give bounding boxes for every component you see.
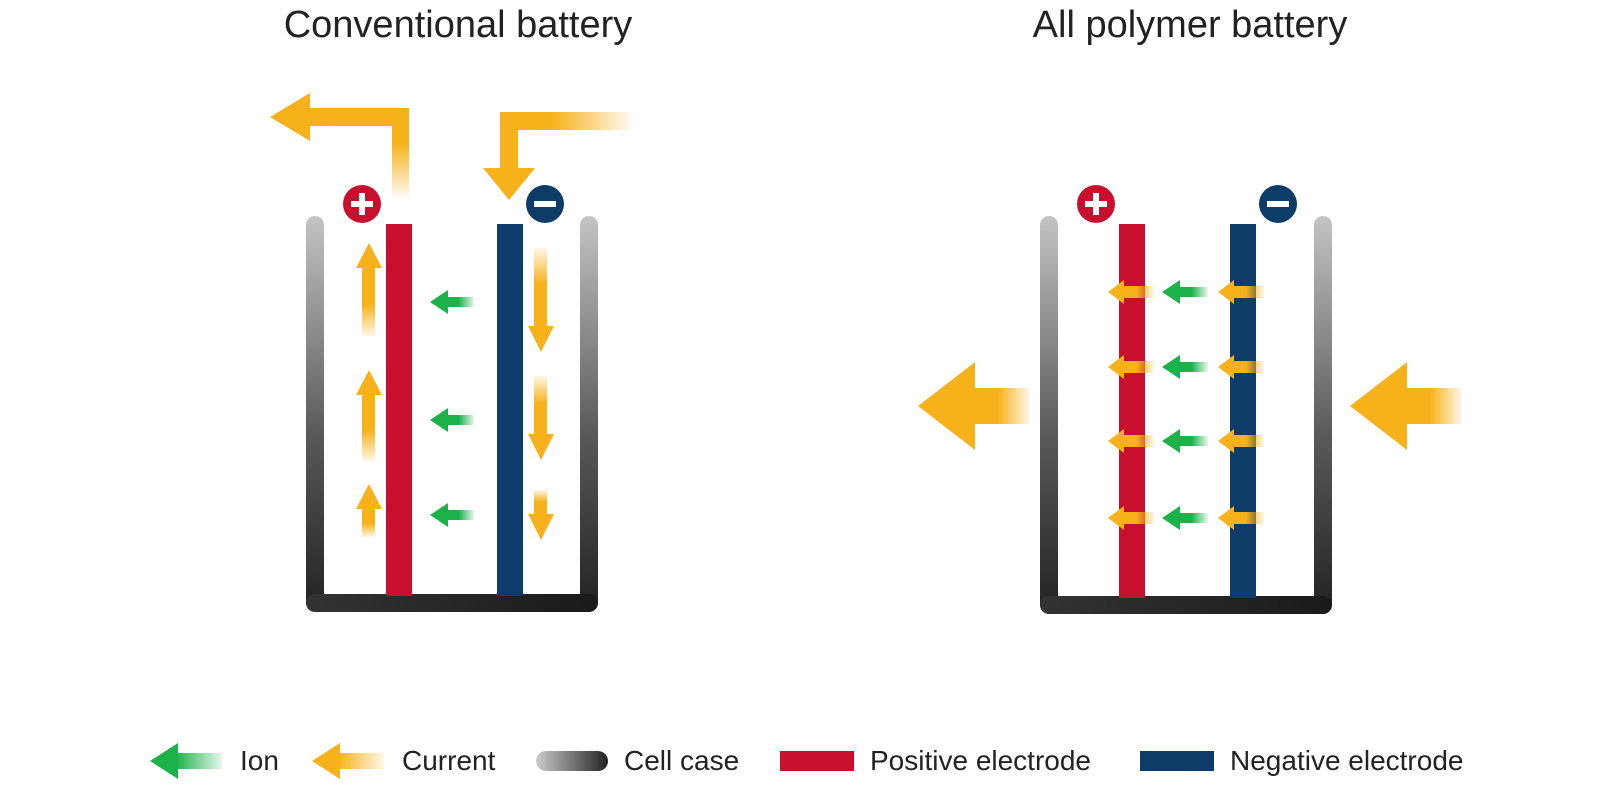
conventional-battery <box>270 93 632 612</box>
positive-terminal <box>1077 185 1115 223</box>
external-current-in <box>1350 362 1461 450</box>
negative-electrode-swatch <box>1140 751 1214 771</box>
legend-label-ion: Ion <box>240 745 279 776</box>
legend-item-current: Current <box>310 736 495 786</box>
ion-arrows <box>430 290 474 527</box>
legend: Ion Current Cell case Positive electrode… <box>0 736 1600 786</box>
external-current-out <box>918 362 1029 450</box>
legend-label-cell-case: Cell case <box>624 745 740 776</box>
external-current-out <box>270 93 409 198</box>
legend-item-cell-case: Cell case <box>536 736 739 786</box>
external-current-in <box>483 112 632 200</box>
left-arrow-icon <box>312 743 384 779</box>
current-arrows-down <box>528 248 554 540</box>
legend-item-ion: Ion <box>148 736 279 786</box>
cell-case-swatch <box>536 751 608 771</box>
current-and-ion-arrows <box>1108 280 1264 530</box>
negative-electrode <box>497 224 523 596</box>
cell-case <box>1040 216 1332 614</box>
cell-case <box>306 216 598 612</box>
conventional-battery-title: Conventional battery <box>283 4 633 46</box>
positive-electrode <box>1119 224 1145 598</box>
left-arrow-icon <box>150 743 222 779</box>
positive-electrode <box>386 224 412 596</box>
negative-terminal <box>1259 185 1297 223</box>
legend-item-negative-electrode: Negative electrode <box>1140 736 1463 786</box>
all-polymer-battery-title: All polymer battery <box>1032 4 1348 46</box>
negative-terminal <box>526 185 564 223</box>
legend-item-positive-electrode: Positive electrode <box>780 736 1091 786</box>
positive-electrode-swatch <box>780 751 854 771</box>
legend-label-current: Current <box>402 745 496 776</box>
positive-terminal <box>343 185 381 223</box>
legend-label-negative-electrode: Negative electrode <box>1230 745 1464 776</box>
all-polymer-battery <box>918 185 1461 614</box>
legend-label-positive-electrode: Positive electrode <box>870 745 1092 776</box>
current-arrows-up <box>356 243 382 537</box>
